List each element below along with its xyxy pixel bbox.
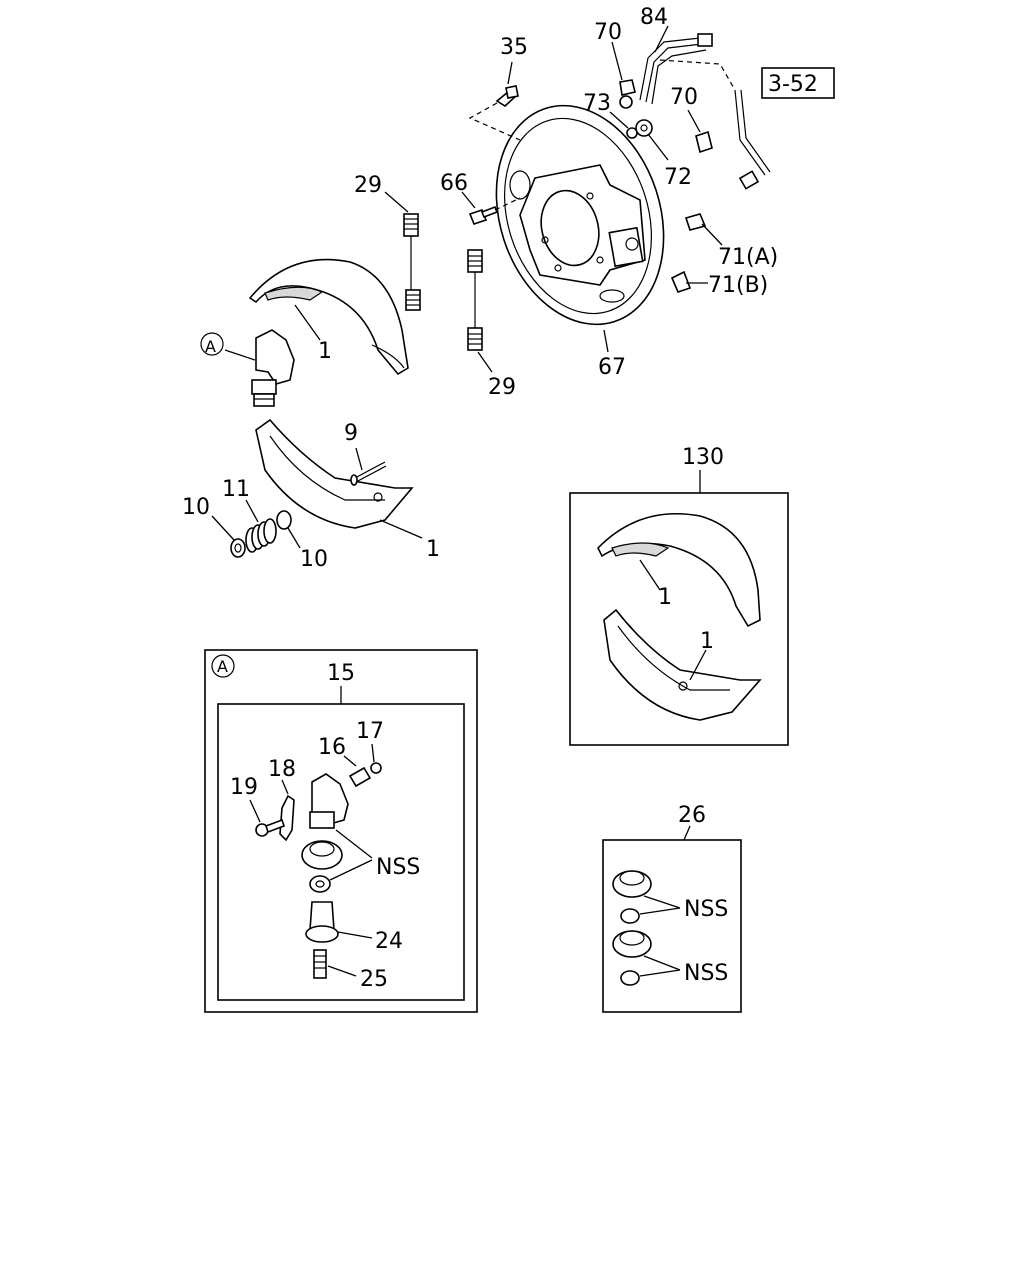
callout-130: 130 (682, 445, 724, 470)
callout-17: 17 (356, 719, 384, 744)
brake-pipe-84 (639, 25, 771, 190)
callout-1-lower: 1 (426, 537, 440, 562)
fitting-70a (611, 41, 636, 96)
spring-11 (245, 499, 277, 553)
callout-3-52[interactable]: 3-52 (768, 72, 818, 97)
callout-29-upper: 29 (354, 173, 382, 198)
adjuster-assembly-a (200, 329, 295, 407)
callout-18: 18 (268, 757, 296, 782)
callout-16: 16 (318, 735, 346, 760)
callout-25: 25 (360, 967, 388, 992)
nut-72 (635, 119, 669, 161)
shoe-kit-130 (569, 470, 789, 746)
pin-9 (350, 447, 387, 486)
callout-9: 9 (344, 421, 358, 446)
backing-plate (495, 104, 665, 326)
callout-35: 35 (500, 35, 528, 60)
callout-72: 72 (664, 165, 692, 190)
callout-nss-26-lower: NSS (684, 961, 728, 986)
callout-11: 11 (222, 477, 250, 502)
bolt-66 (461, 191, 521, 225)
washer-10-left (211, 515, 246, 558)
callout-67: 67 (598, 355, 626, 380)
bleeder-71a (684, 213, 723, 246)
callout-70-upper: 70 (594, 20, 622, 45)
seal-kit-26 (602, 825, 742, 1013)
brake-shoe-lower (255, 418, 423, 539)
cap-71b (670, 270, 708, 293)
callout-15: 15 (327, 661, 355, 686)
detail-box-a (204, 649, 478, 1013)
callout-84: 84 (640, 5, 668, 30)
callout-10-right: 10 (300, 547, 328, 572)
callout-19: 19 (230, 775, 258, 800)
washer-10-right (276, 510, 301, 549)
callout-nss-a: NSS (376, 855, 420, 880)
callout-10-left: 10 (182, 495, 210, 520)
callout-a-main: A (205, 337, 216, 356)
return-spring-upper (384, 191, 421, 311)
fitting-70b (687, 109, 713, 154)
callout-70-right: 70 (670, 85, 698, 110)
bolt-35 (468, 61, 521, 141)
return-spring-lower (467, 249, 493, 373)
callout-1-kit-upper: 1 (658, 585, 672, 610)
brake-shoe-upper (248, 258, 409, 376)
callout-71a: 71(A) (718, 245, 778, 270)
callout-nss-26-upper: NSS (684, 897, 728, 922)
callout-1-kit-lower: 1 (700, 629, 714, 654)
callout-a-box: A (217, 657, 228, 676)
callout-26: 26 (678, 803, 706, 828)
callout-29-lower: 29 (488, 375, 516, 400)
callout-73: 73 (583, 91, 611, 116)
callout-71b: 71(B) (708, 273, 768, 298)
callout-24: 24 (375, 929, 403, 954)
callout-66: 66 (440, 171, 468, 196)
ref-box-3-52 (761, 67, 835, 99)
callout-1-upper: 1 (318, 339, 332, 364)
